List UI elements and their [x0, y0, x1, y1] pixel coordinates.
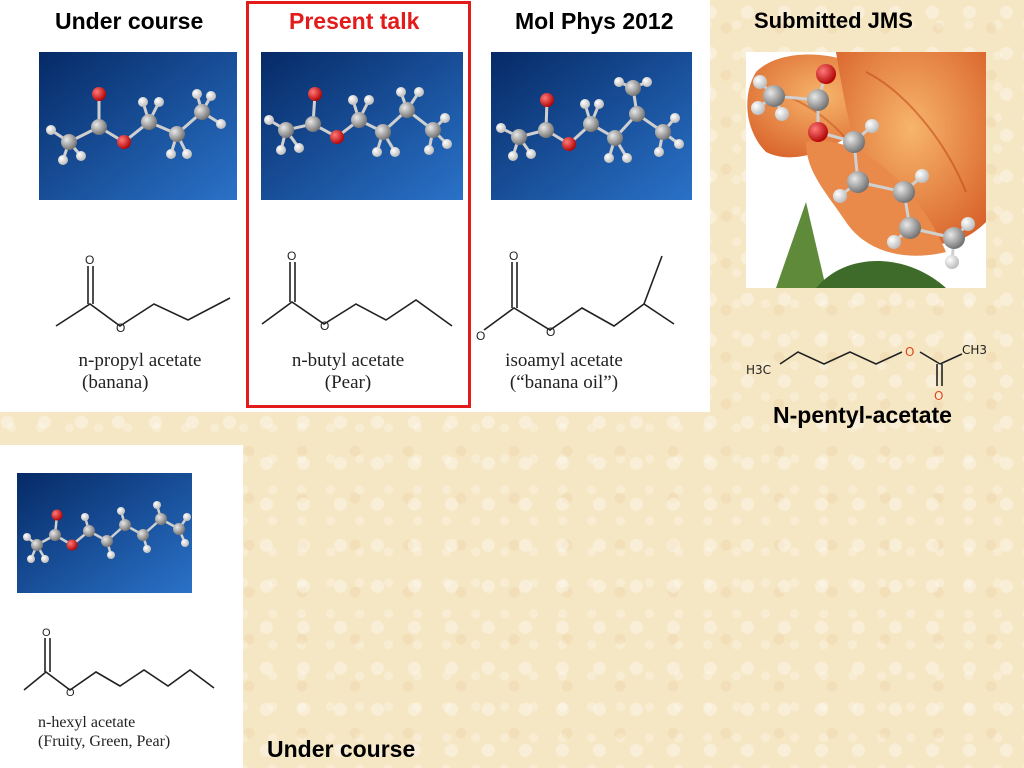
hexyl-acetate-structure: O O [20, 624, 220, 704]
molecule-note: (Fruity, Green, Pear) [38, 733, 171, 750]
propyl-acetate-3d-model [39, 52, 237, 200]
h3c-label: H3C [746, 363, 771, 377]
molecule-note: (“banana oil”) [509, 372, 619, 393]
oxygen-label: O [287, 249, 296, 263]
heading-under-course-bottom: Under course [267, 736, 416, 762]
isoamyl-acetate-3d-model [491, 52, 692, 200]
n-pentyl-acetate-label: N-pentyl-acetate [773, 402, 952, 428]
flower-pentyl-acetate-image [746, 52, 986, 288]
heading-present-talk: Present talk [289, 8, 420, 34]
molecule-name: isoamyl acetate [505, 350, 623, 371]
molecule-note: (banana) [82, 372, 149, 393]
heading-under-course-top: Under course [55, 8, 204, 34]
oxygen-label: O [509, 249, 518, 263]
butyl-acetate-structure: O O [256, 244, 461, 334]
isoamyl-acetate-structure: O O O [474, 242, 704, 342]
oxygen-label: O [476, 329, 485, 342]
heading-submitted-jms: Submitted JMS [754, 8, 913, 33]
molecule-name: n-butyl acetate [291, 350, 405, 371]
pentyl-acetate-structure: H3C O CH3 O [744, 338, 994, 408]
oxygen-label: O [905, 345, 914, 359]
oxygen-label: O [85, 253, 94, 267]
oxygen-label: O [320, 319, 329, 333]
molecule-name: n-hexyl acetate [38, 714, 136, 731]
hexyl-acetate-3d-model [17, 473, 192, 593]
present-talk-highlight-box [246, 1, 471, 408]
ch3-label: CH3 [962, 343, 987, 357]
oxygen-label: O [116, 321, 125, 335]
oxygen-label: O [42, 627, 51, 639]
oxygen-label: O [546, 325, 555, 339]
propyl-acetate-caption: n-propyl acetate (banana) [60, 350, 220, 394]
hexyl-acetate-caption: n-hexyl acetate (Fruity, Green, Pear) [38, 713, 170, 751]
propyl-acetate-structure: O O [50, 248, 240, 338]
butyl-acetate-caption: n-butyl acetate (Pear) [268, 350, 428, 394]
isoamyl-acetate-caption: isoamyl acetate (“banana oil”) [494, 350, 634, 394]
butyl-acetate-3d-model [261, 52, 463, 200]
heading-mol-phys: Mol Phys 2012 [515, 8, 674, 34]
molecule-note: (Pear) [324, 372, 372, 393]
oxygen-label: O [934, 389, 943, 403]
oxygen-label: O [66, 687, 75, 699]
molecule-name: n-propyl acetate [78, 350, 202, 371]
